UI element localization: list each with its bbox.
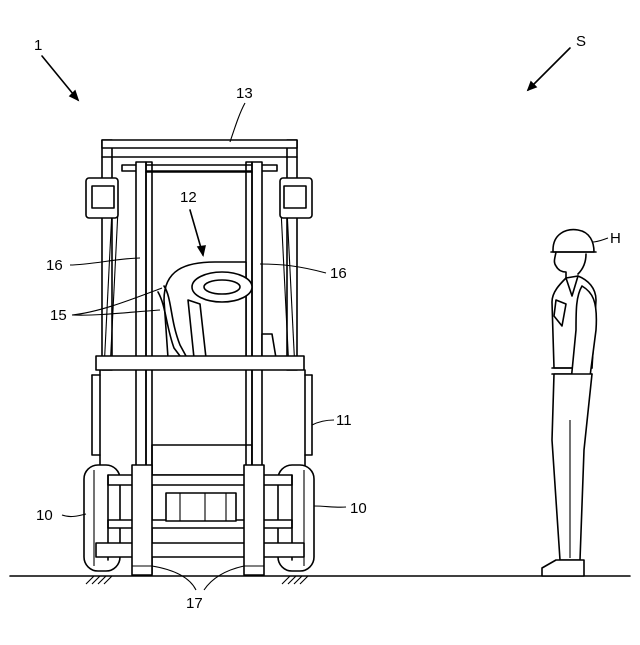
fork-left (132, 465, 152, 575)
crossbar (96, 356, 304, 370)
right-lamp-icon (280, 178, 312, 218)
label-11: 11 (336, 412, 352, 429)
label-16-right: 16 (330, 265, 347, 282)
label-H: H (610, 230, 621, 247)
leader-lines (42, 48, 608, 590)
label-10-left: 10 (36, 507, 53, 524)
label-S: S (576, 33, 586, 50)
left-lamp-icon (86, 178, 118, 218)
helmet-icon (553, 230, 594, 252)
fork-carriage (96, 475, 304, 560)
label-15: 15 (50, 307, 67, 324)
label-17: 17 (186, 595, 203, 612)
label-13: 13 (236, 85, 253, 102)
label-12: 12 (180, 189, 197, 206)
fork-right (244, 465, 264, 575)
worker (542, 230, 596, 576)
forklift (84, 140, 314, 584)
label-16-left: 16 (46, 257, 63, 274)
label-1: 1 (34, 37, 42, 54)
ground-hatch (86, 576, 308, 584)
label-10-right: 10 (350, 500, 367, 517)
